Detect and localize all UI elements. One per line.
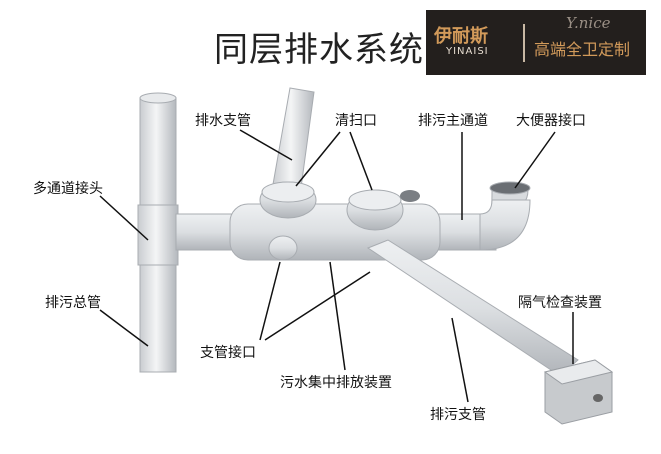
label-multi-joint: 多通道接头	[33, 181, 103, 197]
logo-divider	[523, 24, 525, 62]
label-branch-drain: 排水支管	[195, 113, 251, 129]
logo-script: Y.nice	[566, 14, 611, 32]
cleanout-caps	[259, 181, 420, 261]
logo-brand-cn: 伊耐斯	[434, 26, 488, 47]
logo-brand-en: YINAISI	[446, 46, 489, 57]
label-sewage-branch: 排污支管	[430, 407, 486, 423]
diagram-title: 同层排水系统	[214, 30, 424, 70]
label-main-channel: 排污主通道	[418, 113, 488, 129]
leader-lines	[99, 129, 574, 403]
branch-drain-pipe	[271, 87, 315, 196]
sewage-branch-pipe	[366, 239, 579, 377]
label-cleanout: 清扫口	[335, 113, 377, 129]
label-vent-check: 隔气检查装置	[518, 295, 602, 311]
main-stack-pipe	[137, 92, 179, 373]
label-central-discharge: 污水集中排放装置	[280, 375, 392, 391]
vent-check-box	[543, 359, 614, 425]
label-toilet-port: 大便器接口	[516, 113, 586, 129]
logo-slogan: 高端全卫定制	[534, 40, 631, 59]
brand-logo: 伊耐斯 YINAISI Y.nice 高端全卫定制	[426, 10, 646, 75]
label-main-stack: 排污总管	[45, 295, 101, 311]
label-branch-port: 支管接口	[200, 345, 256, 361]
